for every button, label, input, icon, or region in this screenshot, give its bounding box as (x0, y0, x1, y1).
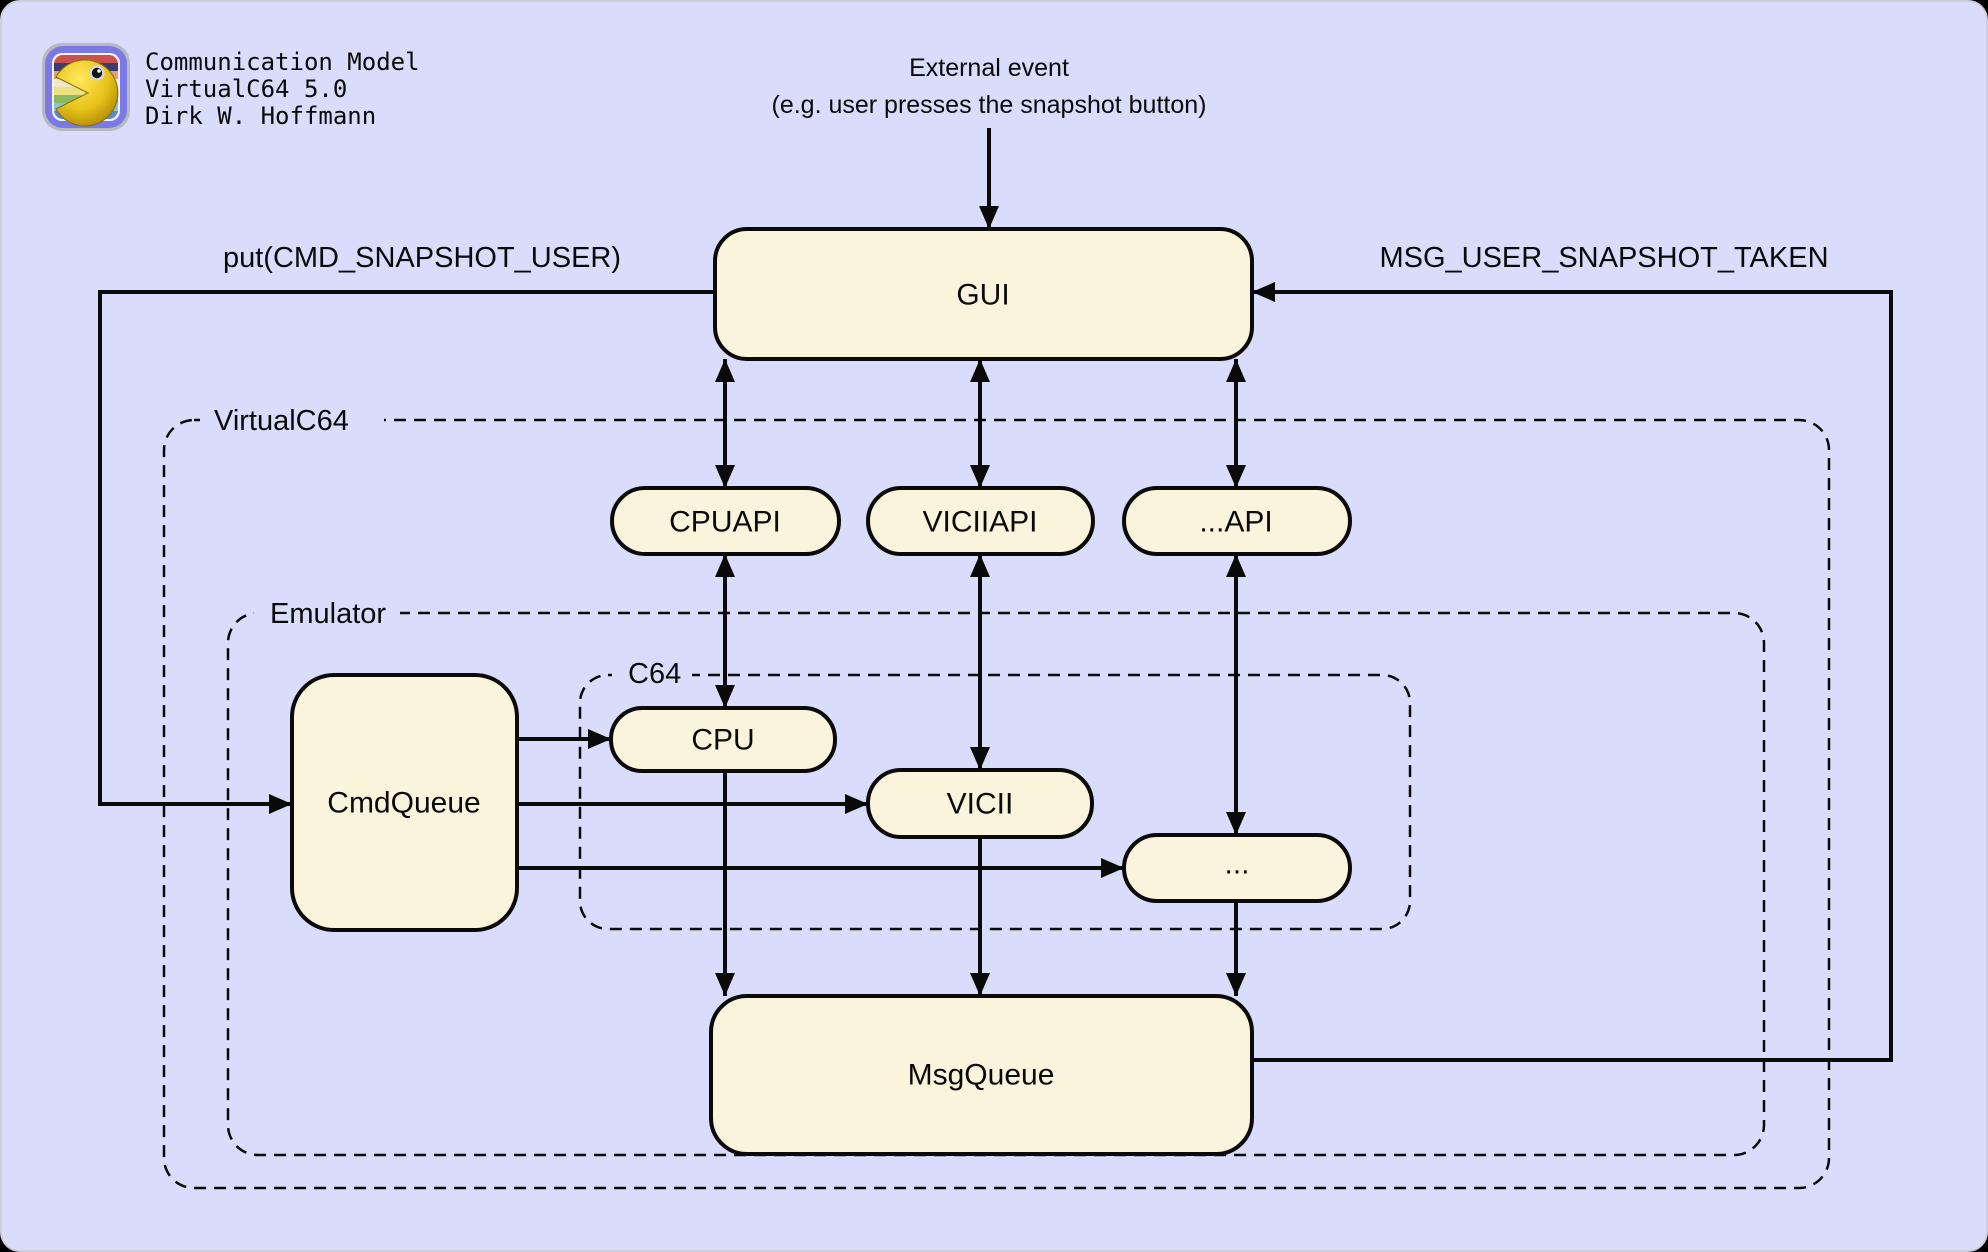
region-virtualc64-border (162, 418, 1831, 1190)
dotapi-label: ...API (1199, 506, 1272, 539)
region-virtualc64-label: VirtualC64 (200, 400, 384, 440)
vicii-label: VICII (947, 788, 1014, 821)
viciiapi-label: VICIIAPI (922, 506, 1037, 539)
c64-label: C64 (628, 658, 681, 690)
msgqueue-box (709, 994, 1254, 1156)
dots-label: ... (1224, 848, 1249, 881)
credit-line-1: Communication Model (145, 48, 420, 76)
virtualc64-logo-icon (42, 43, 130, 131)
region-c64-border (578, 673, 1412, 931)
vicii-box (866, 768, 1094, 839)
dotapi-box (1122, 486, 1352, 556)
cpuapi-box (610, 486, 841, 556)
node-msgqueue: MsgQueue (709, 994, 1254, 1156)
cpu-label: CPU (691, 724, 754, 757)
dots-box (1122, 833, 1352, 903)
cpuapi-label: CPUAPI (669, 506, 781, 539)
cmdqueue-box (290, 673, 519, 932)
node-cmdqueue: CmdQueue (290, 673, 519, 932)
credit-line-2: VirtualC64 5.0 (145, 75, 347, 103)
put-command-label: put(CMD_SNAPSHOT_USER) (223, 242, 621, 274)
external-event-line2: (e.g. user presses the snapshot button) (772, 91, 1207, 119)
emulator-label: Emulator (270, 598, 386, 630)
node-vicii: VICII (866, 768, 1094, 839)
region-emulator-label: Emulator (254, 593, 400, 633)
external-event-line1: External event (909, 54, 1069, 82)
region-c64-label: C64 (612, 655, 692, 693)
node-dots: ... (1122, 833, 1352, 903)
msg-return-label: MSG_USER_SNAPSHOT_TAKEN (1379, 242, 1828, 274)
c64-label-mask (612, 655, 692, 693)
node-viciiapi: VICIIAPI (866, 486, 1095, 556)
gui-box (713, 227, 1254, 361)
node-gui: GUI (713, 227, 1254, 361)
cmdqueue-label: CmdQueue (327, 787, 480, 820)
node-cpu: CPU (609, 706, 837, 773)
emulator-label-mask (254, 593, 400, 633)
cpu-box (609, 706, 837, 773)
edge-msg-return (1252, 282, 1893, 1062)
credit-line-3: Dirk W. Hoffmann (145, 102, 376, 130)
viciiapi-box (866, 486, 1095, 556)
virtualc64-label-mask (200, 400, 384, 440)
node-dotapi: ...API (1122, 486, 1352, 556)
gui-label: GUI (956, 279, 1009, 312)
credit-block: Communication Model VirtualC64 5.0 Dirk … (145, 48, 420, 130)
node-cpuapi: CPUAPI (610, 486, 841, 556)
edge-put-command (98, 290, 715, 814)
logo-pacman (55, 59, 119, 127)
msgqueue-label: MsgQueue (908, 1059, 1055, 1092)
virtualc64-label: VirtualC64 (214, 405, 349, 437)
